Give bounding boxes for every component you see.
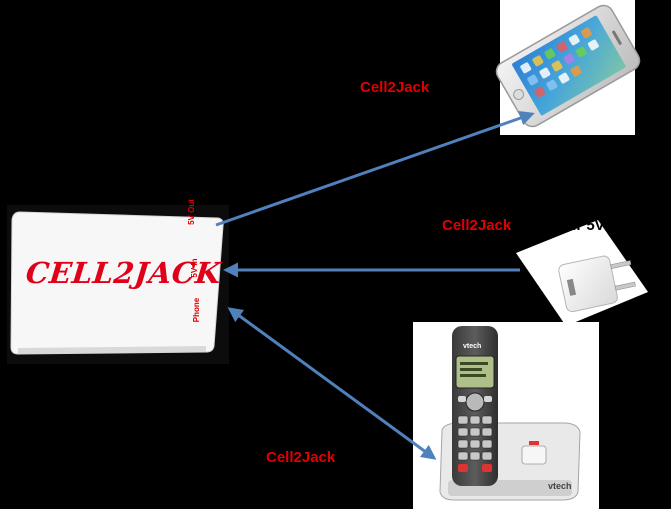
base-brand: vtech [548, 481, 572, 491]
arrow-device-phone [227, 307, 437, 460]
handset-brand: vtech [463, 343, 482, 350]
label-bottom-cell2jack: Cell2Jack [266, 449, 336, 466]
label-middle-cell2jack: Cell2Jack [442, 217, 512, 234]
port-label-5v-out: 5V Out [187, 199, 196, 225]
smartphone-image [495, 0, 641, 135]
arrow-to-smartphone [215, 110, 535, 227]
cordless-phone-image [413, 322, 599, 509]
label-top-cell2jack: Cell2Jack [360, 79, 430, 96]
cell2jack-device-image [7, 205, 229, 364]
port-label-5v-in: 5V In [190, 258, 199, 278]
charger-caption: our 5V [558, 217, 605, 234]
usb-charger-image [516, 220, 648, 326]
port-label-phone: Phone [192, 297, 201, 323]
